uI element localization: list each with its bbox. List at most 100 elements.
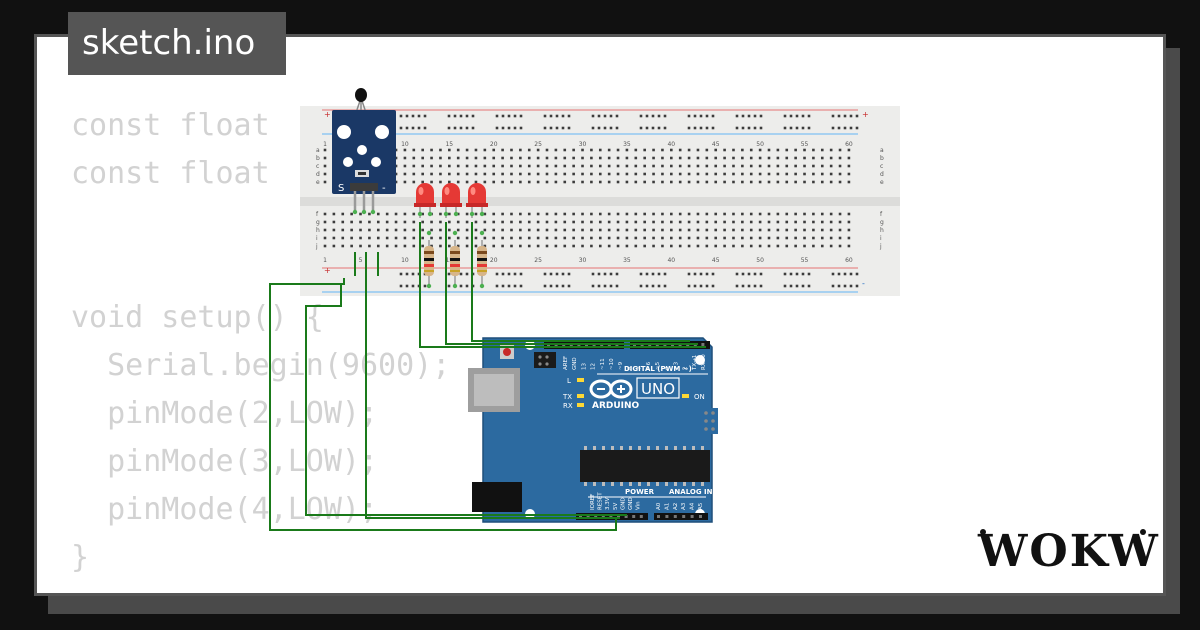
- column-number: 10: [401, 141, 409, 148]
- row-letter: e: [316, 179, 320, 186]
- code-line: const float: [71, 108, 270, 143]
- digital-pin-label: 12: [591, 363, 597, 370]
- column-number: 25: [534, 257, 542, 264]
- column-number: 55: [801, 141, 809, 148]
- analog-pin-label: A1: [664, 503, 670, 510]
- column-number: 35: [623, 257, 631, 264]
- row-letter: e: [880, 179, 884, 186]
- row-letter: h: [880, 227, 884, 234]
- row-letter: b: [880, 155, 884, 162]
- digital-pin-label: 2: [683, 367, 689, 371]
- analog-pin-label: A4: [690, 502, 696, 510]
- digital-pin-label: ~10: [609, 358, 615, 370]
- chip-pins: [584, 446, 704, 486]
- row-letter: d: [880, 171, 884, 178]
- row-letter: b: [316, 155, 320, 162]
- column-number: 30: [579, 257, 587, 264]
- wokwi-logo-text: WOKWi: [977, 526, 1160, 577]
- analog-pin-label: A0: [656, 502, 662, 510]
- column-number: 1: [323, 257, 327, 264]
- rail-plus-label: +: [324, 110, 331, 119]
- code-line: }: [71, 540, 90, 575]
- column-number: 45: [712, 141, 720, 148]
- column-number: 50: [756, 257, 764, 264]
- power-pin-label: GND: [628, 497, 634, 510]
- wires: [269, 222, 706, 531]
- digital-pin-label: 13: [581, 363, 587, 370]
- digital-pin-label: GND: [572, 357, 578, 370]
- sensor-pin-minus-label: -: [382, 183, 386, 194]
- column-number: 60: [845, 257, 853, 264]
- resistor[interactable]: [450, 240, 460, 287]
- connection-markers: [352, 209, 485, 289]
- digital-pin-label: 4: [664, 366, 670, 370]
- led-l-label: L: [567, 377, 571, 385]
- power-pin-label: RESET: [598, 492, 604, 510]
- digital-pin-label: ~3: [673, 361, 679, 370]
- digital-pin-label: ~5: [655, 361, 661, 370]
- code-line: Serial.begin(9600);: [71, 348, 451, 383]
- analog-label: ANALOG IN: [669, 488, 713, 496]
- wire: [365, 252, 620, 519]
- column-number: 20: [490, 141, 498, 148]
- digital-label: DIGITAL (PWM ~): [624, 365, 692, 373]
- digital-pin-label: 8: [627, 366, 633, 370]
- code-line: pinMode(2,LOW);: [71, 396, 379, 431]
- column-number: 40: [667, 257, 675, 264]
- row-letter: a: [316, 147, 320, 154]
- analog-pin-label: A3: [681, 502, 687, 510]
- column-number: 30: [579, 141, 587, 148]
- column-number: 45: [712, 257, 720, 264]
- file-tab[interactable]: sketch.ino: [68, 12, 286, 75]
- wire: [445, 222, 698, 345]
- power-pin-label: IOREF: [590, 494, 596, 510]
- temperature-sensor-module[interactable]: S -: [332, 88, 396, 212]
- bottom-header: [579, 515, 702, 518]
- column-number: 5: [359, 257, 363, 264]
- power-pin-label: Vin: [636, 501, 642, 510]
- power-pin-label: 5V: [613, 503, 619, 510]
- resistor[interactable]: [424, 240, 434, 287]
- resistor[interactable]: [477, 240, 487, 287]
- digital-pin-label: AREF: [563, 356, 569, 370]
- arduino-brand-label: ARDUINO: [592, 401, 640, 411]
- rail-plus-label: +: [324, 266, 331, 275]
- led-tx-label: TX: [562, 393, 572, 401]
- row-letter: a: [880, 147, 884, 154]
- digital-pin-label: ~11: [600, 358, 606, 370]
- arduino-infinity-logo: [589, 379, 633, 399]
- wire: [419, 222, 706, 348]
- row-letter: f: [880, 211, 883, 218]
- digital-pin-label: 7: [637, 366, 643, 370]
- power-pin-label: 3.3V: [605, 497, 611, 510]
- row-letter: f: [316, 211, 319, 218]
- rail-minus-label: -: [862, 279, 865, 288]
- breadboard-holes: [323, 114, 859, 288]
- column-number: 40: [667, 141, 675, 148]
- digital-pin-label: ~9: [618, 361, 624, 370]
- column-number: 60: [845, 141, 853, 148]
- analog-pin-label: A5: [698, 502, 704, 510]
- column-number: 25: [534, 141, 542, 148]
- digital-pin-label: TX→1: [692, 355, 698, 371]
- column-number: 20: [490, 257, 498, 264]
- power-label: POWER: [625, 488, 655, 496]
- sensor-pin-s-label: S: [338, 183, 344, 194]
- row-letter: j: [879, 243, 882, 250]
- column-number: 1: [323, 141, 327, 148]
- led-red[interactable]: [440, 183, 462, 218]
- wokwi-logo: WOKWi: [977, 526, 1160, 577]
- led-rx-label: RX: [563, 402, 573, 410]
- code-line: pinMode(4,LOW);: [71, 492, 379, 527]
- column-number: 15: [445, 257, 453, 264]
- microcontroller-chip: [580, 450, 710, 482]
- power-jack: [472, 482, 522, 512]
